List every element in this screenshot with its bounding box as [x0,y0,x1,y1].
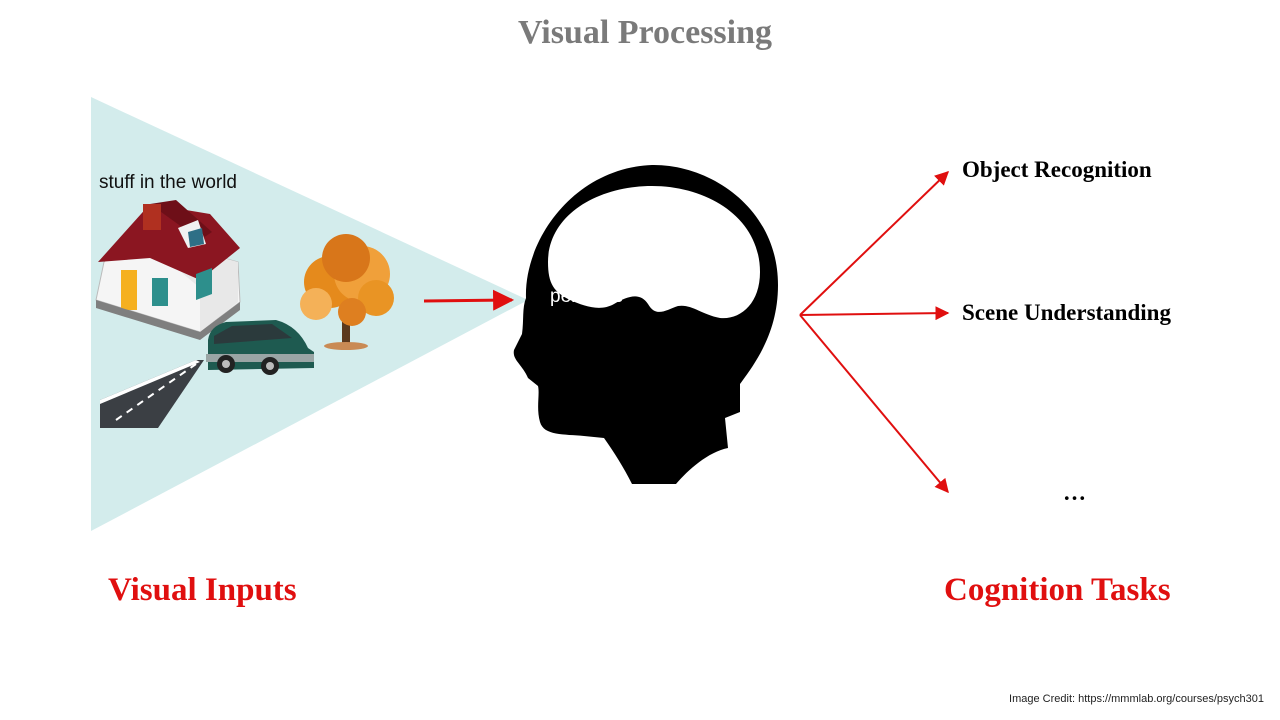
cognition-tasks-label: Cognition Tasks [944,572,1171,608]
visual-inputs-label: Visual Inputs [108,572,297,608]
task-scene-understanding: Scene Understanding [962,300,1171,325]
image-credit: Image Credit: https://mmmlab.org/courses… [1009,693,1264,705]
task-more-ellipsis: … [1063,480,1086,505]
tree-icon [300,234,394,350]
van-icon [206,320,314,375]
output-arrow-0 [799,171,950,316]
percepts-label: percepts [550,286,623,307]
world-label: stuff in the world [99,172,238,193]
house-icon [95,200,241,340]
task-object-recognition: Object Recognition [962,157,1152,182]
road-icon [100,360,204,428]
input-arrow [423,289,515,311]
brain-icon [548,186,760,319]
output-arrow-1 [799,306,950,321]
slide-title: Visual Processing [517,14,773,51]
output-arrow-2 [799,314,949,494]
